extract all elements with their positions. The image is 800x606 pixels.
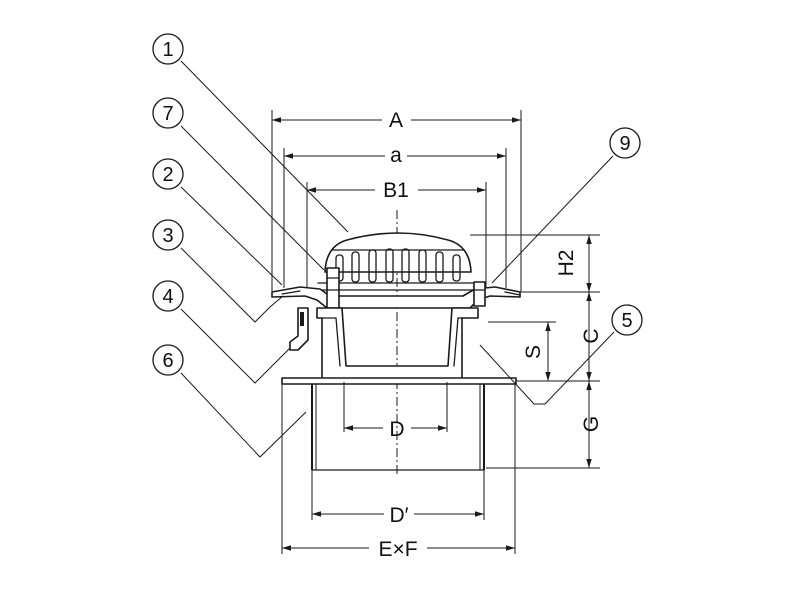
dim-label-ExF: E×F [378,538,417,561]
dim-label-a: a [390,144,402,167]
dim-label-D-prime: D′ [389,504,408,527]
dim-label-A: A [389,109,403,132]
callout-3: 3 [152,219,184,251]
outlet-body [316,307,479,381]
drain-body [271,210,521,476]
svg-text:1: 1 [162,39,173,61]
dimension-labels: A a B1 H2 S C G D D′ E×F [378,109,603,561]
side-fitting [289,307,309,351]
dim-label-S: S [522,345,545,359]
clamp-bolts [326,267,486,309]
callout-4: 4 [152,280,184,312]
svg-text:6: 6 [162,350,173,372]
deck-plate [281,377,517,385]
callout-5: 5 [611,304,643,336]
lower-pipe [311,384,485,471]
dim-label-D: D [389,418,404,441]
svg-text:5: 5 [621,310,632,332]
svg-text:2: 2 [162,164,173,186]
strainer-dome [314,232,481,291]
dimension-lines [271,110,600,554]
dim-label-B1: B1 [383,179,409,202]
callout-leaders [180,60,615,458]
callout-9: 9 [609,127,641,159]
dim-label-H2: H2 [555,250,578,277]
callout-1: 1 [152,33,184,65]
svg-text:9: 9 [619,133,630,155]
svg-text:3: 3 [162,225,173,247]
callout-6: 6 [152,344,184,376]
callout-7: 7 [152,97,184,129]
dim-label-G: G [580,416,603,432]
callout-2: 2 [152,158,184,190]
svg-text:7: 7 [162,103,173,125]
svg-text:4: 4 [162,286,173,308]
dim-label-C: C [580,328,603,343]
